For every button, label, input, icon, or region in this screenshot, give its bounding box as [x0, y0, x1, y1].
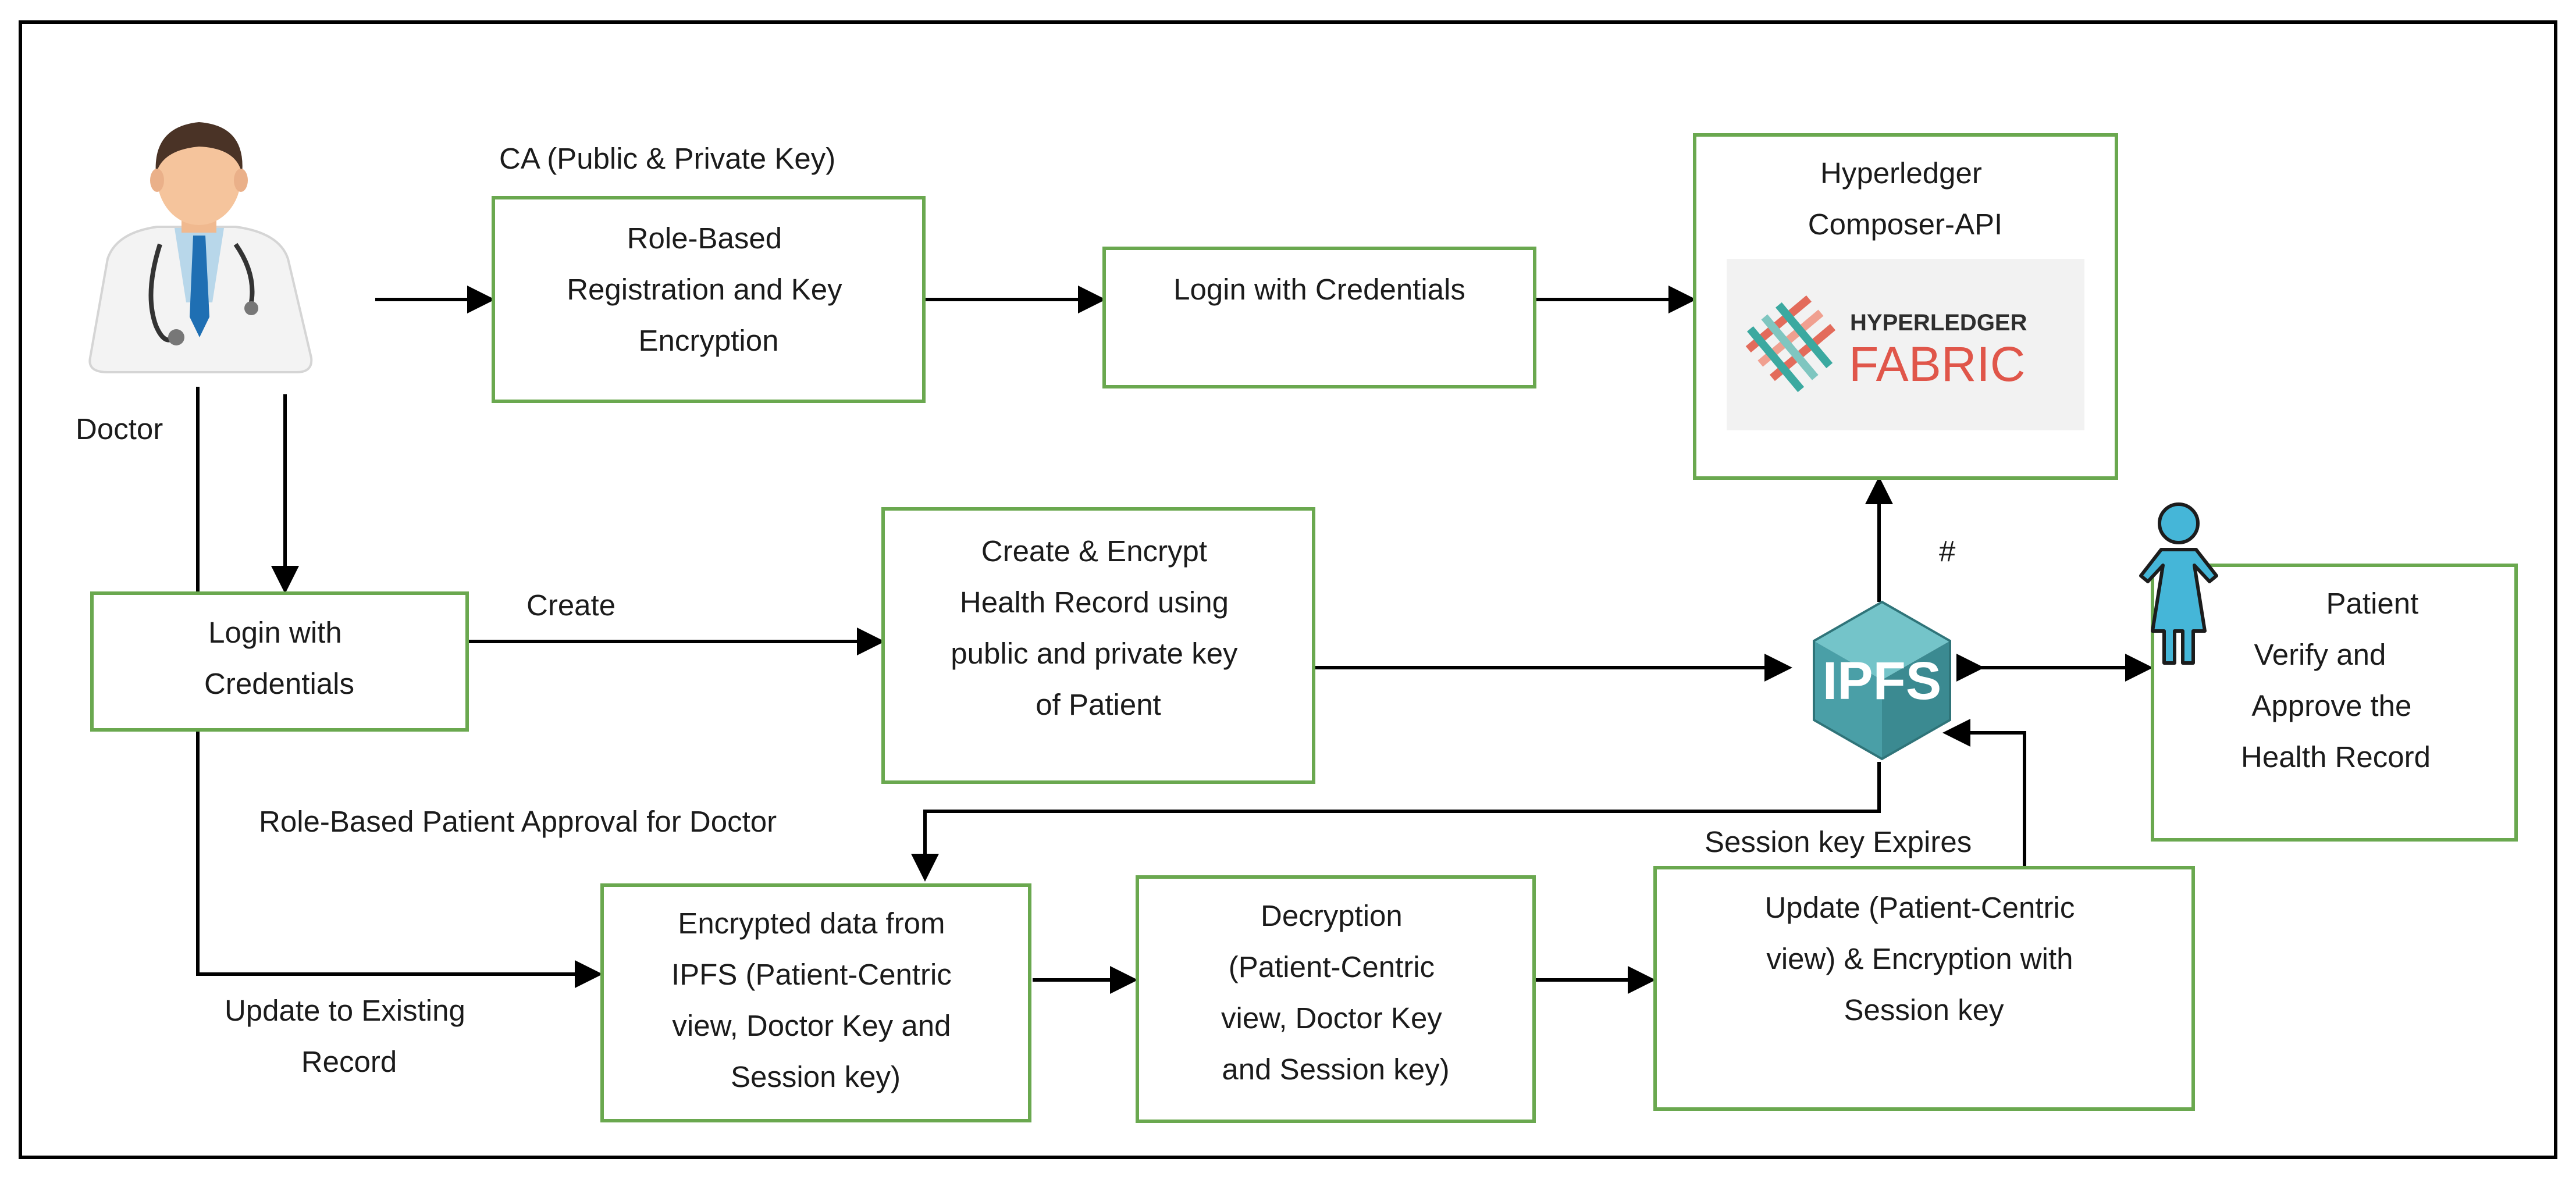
label-role-approval: Role-Based Patient Approval for Doctor	[259, 805, 777, 838]
box-encrypted-data: Encrypted data from IPFS (Patient-Centri…	[600, 883, 1031, 1122]
box-decryption-text: Decryption (Patient-Centric view, Doctor…	[1221, 899, 1450, 1086]
fabric-logo-bottom-text: FABRIC	[1849, 337, 2025, 391]
box-registration: Role-Based Registration and Key Encrypti…	[492, 196, 926, 403]
arrow-update-to-ipfs	[1942, 719, 2026, 867]
box-patient-text: Patient Verify and Approve the Health Re…	[2241, 587, 2431, 773]
doctor-icon	[88, 122, 313, 373]
box-login-left-text: Login with Credentials	[204, 616, 354, 700]
connectors	[196, 286, 2153, 994]
ipfs-logo-text: IPFS	[1823, 651, 1941, 711]
arrow-login-to-encrypted-data	[196, 727, 603, 988]
label-doctor: Doctor	[76, 412, 163, 445]
box-patient: Patient Verify and Approve the Health Re…	[2151, 564, 2518, 842]
ipfs-cube-icon: IPFS	[1813, 600, 1951, 761]
label-create: Create	[526, 589, 615, 622]
box-login-top: Login with Credentials	[1102, 247, 1536, 388]
box-update-text: Update (Patient-Centric view) & Encrypti…	[1764, 891, 2083, 1026]
arrow-ipfs-to-encrypted-data	[911, 762, 1881, 882]
label-hash: #	[1939, 534, 1956, 568]
box-hyperledger-text: Hyperledger Composer-API	[1808, 156, 2002, 241]
fabric-logo-top-text: HYPERLEDGER	[1850, 310, 2027, 336]
box-login-top-text: Login with Credentials	[1173, 273, 1465, 306]
hyperledger-fabric-logo: HYPERLEDGER FABRIC	[1727, 259, 2084, 430]
patient-icon	[2139, 502, 2218, 665]
label-update-existing: Update to Existing Record	[225, 994, 474, 1078]
box-decryption: Decryption (Patient-Centric view, Doctor…	[1136, 875, 1536, 1123]
box-login-left: Login with Credentials	[90, 591, 469, 732]
box-create-encrypt-text: Create & Encrypt Health Record using pub…	[951, 534, 1246, 721]
box-create-encrypt: Create & Encrypt Health Record using pub…	[881, 507, 1315, 784]
label-session-expires: Session key Expires	[1705, 825, 1972, 858]
fabric-knot-icon	[1745, 295, 1836, 393]
box-update: Update (Patient-Centric view) & Encrypti…	[1653, 866, 2195, 1111]
box-registration-text: Role-Based Registration and Key Encrypti…	[567, 222, 851, 357]
label-ca: CA (Public & Private Key)	[499, 142, 835, 175]
diagram-frame	[19, 20, 2557, 1159]
box-hyperledger: Hyperledger Composer-API HYPERLEDGER FAB…	[1693, 133, 2118, 480]
box-encrypted-data-text: Encrypted data from IPFS (Patient-Centri…	[671, 907, 960, 1093]
